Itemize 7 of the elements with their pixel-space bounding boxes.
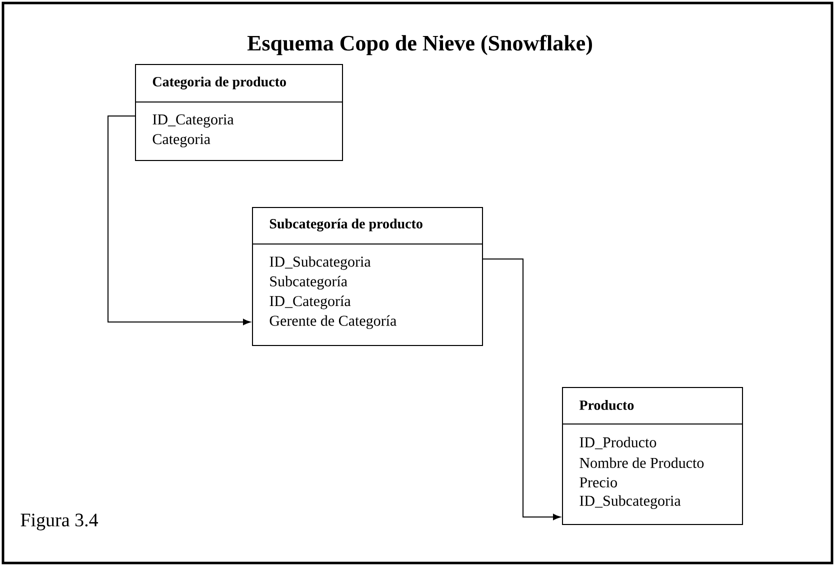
connector-arrow bbox=[482, 258, 561, 520]
title: Esquema Copo de Nieve (Snowflake) bbox=[247, 34, 592, 56]
table-box: Categoria de producto ID_Categoria Categoria bbox=[134, 64, 343, 161]
table-box: Subcategoría de producto ID_Subcategoria Subcategoría ID_Categoría Gerente de Categoría bbox=[252, 207, 483, 346]
table-box: Producto ID_Producto Nombre de Producto Precio ID_Subcategoria bbox=[562, 387, 743, 525]
connector-arrow bbox=[108, 116, 251, 326]
figure-label: Figura 3.4 bbox=[20, 514, 98, 530]
